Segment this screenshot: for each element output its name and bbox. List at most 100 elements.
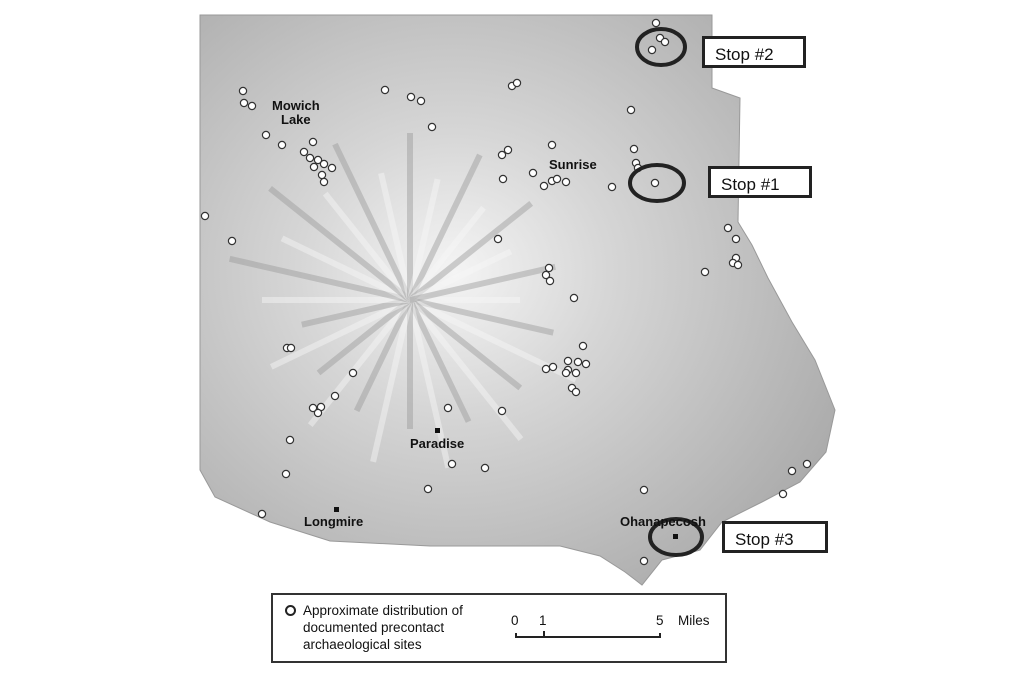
scale-unit: Miles bbox=[678, 613, 710, 628]
site-marker bbox=[309, 162, 319, 172]
legend-line-1: Approximate distribution of bbox=[303, 603, 463, 618]
site-marker bbox=[539, 181, 549, 191]
label-lake: Lake bbox=[281, 112, 311, 127]
site-marker bbox=[317, 170, 327, 180]
site-marker bbox=[308, 403, 318, 413]
label-ohanapecosh: Ohanapecosh bbox=[620, 514, 706, 529]
site-marker bbox=[319, 159, 329, 169]
site-marker bbox=[281, 469, 291, 479]
site-marker bbox=[802, 459, 812, 469]
site-marker bbox=[733, 260, 743, 270]
stop-2-circle bbox=[635, 27, 687, 67]
paradise-marker bbox=[435, 428, 440, 433]
site-marker bbox=[313, 155, 323, 165]
park-boundary bbox=[199, 14, 836, 586]
legend-line-2: documented precontact bbox=[303, 620, 445, 635]
scale-tick-0: 0 bbox=[511, 613, 519, 628]
site-marker bbox=[380, 85, 390, 95]
site-marker bbox=[493, 234, 503, 244]
site-marker bbox=[561, 177, 571, 187]
ridge bbox=[407, 299, 452, 469]
scale-tick-mark bbox=[543, 631, 545, 637]
scale-tick-1: 1 bbox=[539, 613, 547, 628]
site-marker bbox=[239, 98, 249, 108]
site-marker bbox=[299, 147, 309, 157]
site-marker bbox=[651, 18, 661, 28]
site-marker bbox=[573, 357, 583, 367]
site-marker bbox=[313, 408, 323, 418]
ridge bbox=[269, 297, 412, 370]
site-marker bbox=[200, 211, 210, 221]
site-marker bbox=[626, 105, 636, 115]
site-marker bbox=[723, 223, 733, 233]
site-marker bbox=[416, 96, 426, 106]
site-marker bbox=[227, 236, 237, 246]
site-marker bbox=[330, 391, 340, 401]
site-marker bbox=[571, 387, 581, 397]
ridge bbox=[280, 235, 412, 303]
site-marker bbox=[406, 92, 416, 102]
site-marker bbox=[327, 163, 337, 173]
ridge bbox=[408, 248, 513, 303]
stop-3-label: Stop #3 bbox=[722, 521, 828, 553]
site-marker bbox=[639, 556, 649, 566]
site-marker bbox=[319, 177, 329, 187]
ridge bbox=[378, 172, 413, 301]
site-symbol-icon bbox=[285, 605, 296, 616]
stop-1-circle bbox=[628, 163, 686, 203]
site-marker bbox=[238, 86, 248, 96]
ridge bbox=[307, 298, 413, 427]
ridge bbox=[408, 297, 523, 391]
site-marker bbox=[285, 435, 295, 445]
site-marker bbox=[700, 267, 710, 277]
ridge bbox=[370, 299, 413, 463]
label-paradise: Paradise bbox=[410, 436, 465, 451]
site-marker bbox=[548, 362, 558, 372]
label-mowich: Mowich bbox=[272, 98, 320, 113]
site-marker bbox=[503, 145, 513, 155]
ohanapecosh-marker bbox=[673, 534, 678, 539]
ridge bbox=[407, 205, 486, 302]
site-marker bbox=[305, 153, 315, 163]
label-longmire: Longmire bbox=[304, 514, 364, 529]
stop-3-circle bbox=[648, 517, 704, 557]
site-marker bbox=[650, 178, 660, 188]
site-marker bbox=[552, 174, 562, 184]
site-marker bbox=[480, 463, 490, 473]
label-sunrise: Sunrise bbox=[549, 157, 597, 172]
site-marker bbox=[578, 341, 588, 351]
site-marker bbox=[257, 509, 267, 519]
site-marker bbox=[541, 364, 551, 374]
site-marker bbox=[498, 174, 508, 184]
site-marker bbox=[497, 406, 507, 416]
ridge bbox=[407, 298, 472, 423]
site-marker bbox=[277, 140, 287, 150]
site-marker bbox=[778, 489, 788, 499]
site-marker bbox=[443, 403, 453, 413]
site-marker bbox=[547, 140, 557, 150]
site-marker bbox=[569, 293, 579, 303]
site-marker bbox=[512, 78, 522, 88]
stop-2-label: Stop #2 bbox=[702, 36, 806, 68]
ridge bbox=[407, 178, 441, 301]
site-marker bbox=[647, 45, 657, 55]
site-marker bbox=[528, 168, 538, 178]
site-marker bbox=[497, 150, 507, 160]
site-marker bbox=[731, 234, 741, 244]
scale-tick-5: 5 bbox=[656, 613, 664, 628]
ridge-shading bbox=[228, 133, 578, 469]
site-marker bbox=[660, 37, 670, 47]
site-marker bbox=[544, 263, 554, 273]
site-marker bbox=[348, 368, 358, 378]
site-marker bbox=[286, 343, 296, 353]
site-marker bbox=[545, 276, 555, 286]
ridge bbox=[228, 255, 411, 303]
ridge bbox=[301, 297, 411, 328]
site-marker bbox=[629, 144, 639, 154]
site-marker bbox=[563, 356, 573, 366]
ridge bbox=[408, 201, 534, 303]
site-marker bbox=[447, 459, 457, 469]
ridge bbox=[316, 297, 412, 376]
